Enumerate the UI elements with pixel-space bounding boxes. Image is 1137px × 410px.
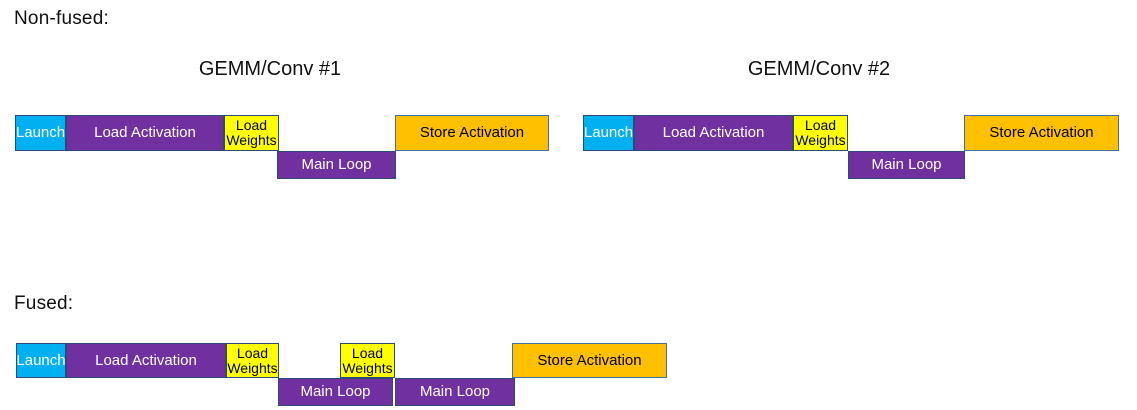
fused-load-weights-2-block: Load Weights [340,343,395,378]
nonfused1-load-activation-block: Load Activation [66,115,224,151]
nonfused1-launch-block: Launch [15,115,66,151]
nonfused2-store-activation-block: Store Activation [964,115,1119,151]
fused-section-label: Fused: [14,293,74,314]
fused-load-weights-1-block: Load Weights [226,343,279,378]
nonfused2-launch-block: Launch [583,115,634,151]
nonfused1-load-weights-block: Load Weights [224,115,279,151]
non-fused-section-label: Non-fused: [14,8,109,29]
fused-store-activation-block: Store Activation [512,343,667,378]
nonfused1-store-activation-block: Store Activation [395,115,549,151]
fused-load-activation-block: Load Activation [66,343,226,378]
nonfused2-load-weights-block: Load Weights [793,115,848,151]
gemm-conv-1-title: GEMM/Conv #1 [198,58,342,80]
fused-main-loop-1-block: Main Loop [278,378,393,406]
fused-main-loop-2-block: Main Loop [395,378,515,406]
nonfused2-load-activation-block: Load Activation [634,115,793,151]
gemm-conv-2-title: GEMM/Conv #2 [747,58,891,80]
nonfused2-main-loop-block: Main Loop [848,151,965,179]
fused-launch-block: Launch [16,343,66,378]
nonfused1-main-loop-block: Main Loop [277,151,396,179]
